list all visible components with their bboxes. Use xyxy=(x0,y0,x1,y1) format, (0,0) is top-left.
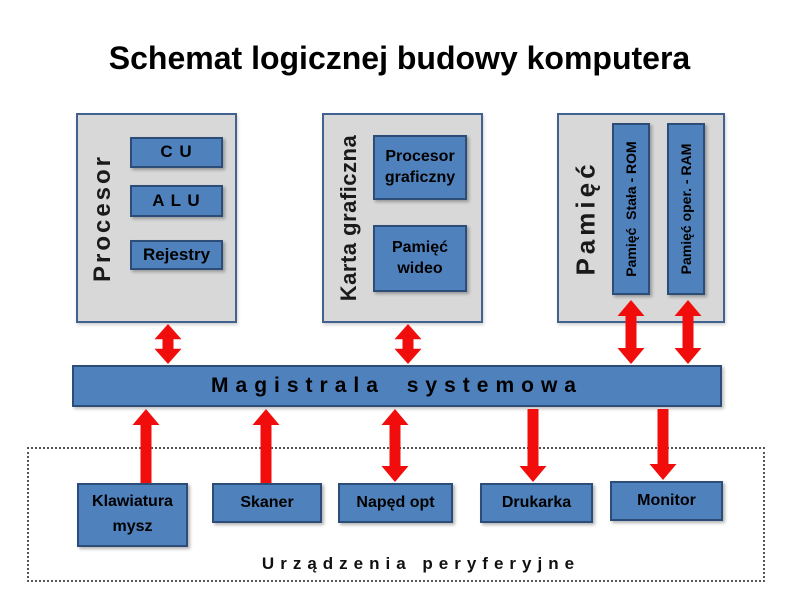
page-title: Schemat logicznej budowy komputera xyxy=(108,40,691,76)
box-pamiec-wideo: Pamięć wideo xyxy=(373,225,467,292)
panel-karta-graficzna-label: Karta graficzna xyxy=(336,134,361,302)
system-bus: Magistrala systemowa xyxy=(72,365,722,407)
box-monitor: Monitor xyxy=(610,481,723,521)
peripherals-caption: Urządzenia peryferyjne xyxy=(261,554,581,573)
panel-pamiec-label: Pamięć xyxy=(570,160,601,276)
arrow-procesor-bus xyxy=(154,324,182,364)
box-pamiec-ram-label: Pamięć oper. - RAM xyxy=(677,143,694,275)
box-pamiec-ram: Pamięć oper. - RAM xyxy=(667,123,705,295)
box-klawiatura-mysz: Klawiatura mysz xyxy=(77,483,188,547)
box-drukarka: Drukarka xyxy=(480,483,593,523)
box-alu: A L U xyxy=(130,185,223,217)
box-naped-opt: Napęd opt xyxy=(338,483,453,523)
arrow-karta-graficzna-bus xyxy=(394,324,422,364)
box-cu: C U xyxy=(130,137,223,168)
panel-procesor-label: Procesor xyxy=(89,153,116,283)
box-pamiec-rom-label: Pamięć Stała - ROM xyxy=(622,141,639,277)
box-skaner: Skaner xyxy=(212,483,322,523)
box-rejestry: Rejestry xyxy=(130,240,223,270)
box-pamiec-rom: Pamięć Stała - ROM xyxy=(612,123,650,295)
box-procesor-graficzny: Procesor graficzny xyxy=(373,135,467,200)
